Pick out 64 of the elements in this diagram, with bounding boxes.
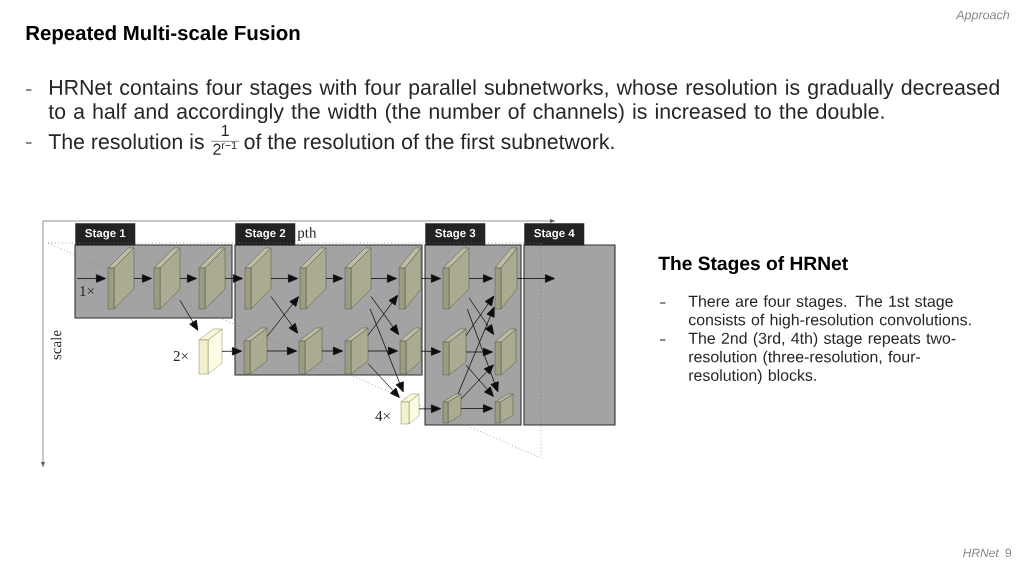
feature-map-block [442, 328, 467, 376]
header-text: Approach [955, 10, 1010, 22]
axis-label: pth [297, 227, 317, 241]
feature-map-block [244, 247, 272, 310]
arrow [321, 346, 343, 356]
feature-map-block [107, 247, 135, 310]
arrow [468, 274, 493, 283]
arrow [266, 346, 297, 356]
arrow [457, 306, 495, 395]
stage-tab: Stage 1 [75, 223, 136, 246]
label: 2$^{r−1}$ [213, 141, 237, 155]
feature-map-block [494, 247, 518, 310]
feature-map-block [494, 393, 514, 424]
feature-map-block [398, 247, 422, 310]
arrow [369, 308, 404, 393]
feature-map-block [153, 247, 181, 310]
stage-tab: Stage 2 [235, 223, 296, 246]
arrow [466, 308, 499, 393]
feature-map-block [298, 327, 323, 375]
arrow [516, 274, 555, 283]
axis-label: scale [50, 330, 62, 360]
footer-text: HRNet [963, 548, 1000, 558]
label: of the resolution of the first subnetwork. [244, 133, 614, 150]
bullet-text: The resolution is 1 2$^{r−1}$ of the resolution of the first subnetwork. [48, 125, 614, 155]
stage-tab: Stage 3 [425, 223, 486, 246]
arrow [325, 274, 343, 283]
bullet-text: HRNet contains four stages with four parallel subnetworks, whose resolution is gradually decreased to a half and accordingly the width (the number of channels) is increased to the double. [48, 79, 999, 124]
arrow [460, 404, 493, 413]
arrow [179, 274, 197, 283]
feature-map-block [442, 393, 462, 424]
arrow [224, 274, 243, 283]
bullet-text: There are four stages. The 1st stage consists of high-resolution convolutions. [688, 295, 971, 329]
arrow [221, 347, 242, 356]
arrow [270, 274, 298, 283]
feature-map-block [299, 247, 327, 310]
bullet-text: The 2nd (3rd, 4th) stage repeats two-resolution (three-resolution, four-resolution) blocks. [688, 332, 956, 385]
arrow [370, 274, 397, 283]
feature-map-block [344, 327, 369, 375]
feature-map-block [494, 328, 517, 376]
section-heading: The Stages of HRNet [658, 256, 848, 275]
feature-map-block [400, 393, 420, 425]
arrow [465, 347, 493, 357]
arrow [367, 363, 400, 398]
label: 1 [221, 125, 229, 137]
feature-map-block [243, 327, 268, 375]
page-number: 9 [1005, 548, 1012, 558]
arrow [420, 347, 441, 356]
feature-map-block [399, 327, 422, 375]
slide-title: Repeated Multi-scale Fusion [26, 25, 300, 45]
arrow [133, 274, 152, 283]
label: The resolution is [48, 133, 204, 150]
arrow [76, 274, 106, 283]
arrow [418, 404, 441, 413]
multiplier-label: 2× [173, 351, 188, 361]
feature-map-block [198, 247, 226, 310]
feature-map-block [442, 247, 470, 310]
multiplier-label: 1× [80, 286, 94, 296]
arrow [367, 346, 398, 356]
stage-tab: Stage 4 [524, 223, 585, 246]
arrow [420, 274, 441, 283]
multiplier-label: 4× [375, 411, 390, 421]
feature-map-block [198, 328, 223, 375]
feature-map-block [344, 247, 372, 310]
arrow [179, 299, 199, 331]
